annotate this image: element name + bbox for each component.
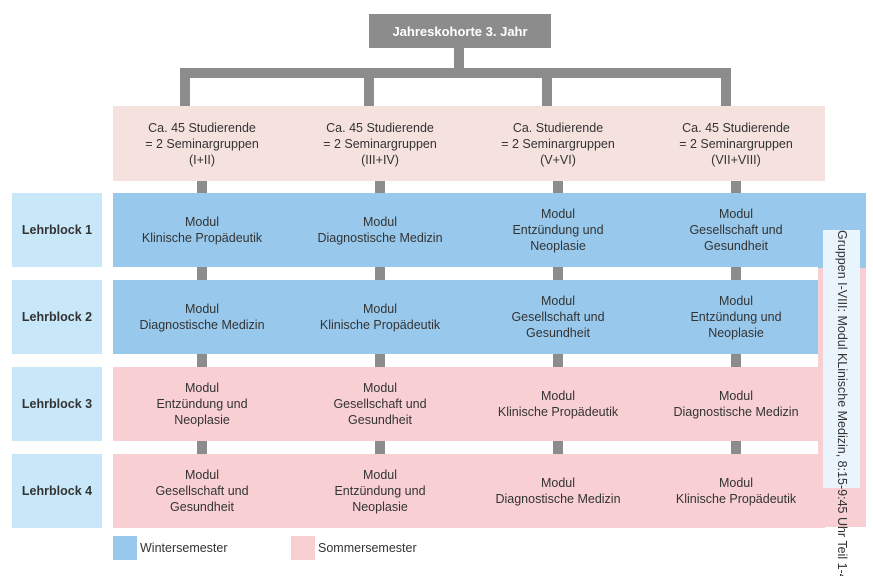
- group-line: Ca. 45 Studierende: [682, 120, 790, 135]
- connector-column-4: [731, 181, 741, 527]
- module-line: Gesundheit: [704, 239, 768, 253]
- module-line: Gesellschaft und: [511, 310, 605, 324]
- group-box-1: Ca. 45 Studierende= 2 Seminargruppen(I+I…: [113, 106, 291, 181]
- module-line: Modul: [718, 389, 754, 403]
- module-line: Modul: [540, 389, 576, 403]
- module-line: Gesellschaft und: [689, 223, 783, 237]
- module-line: Modul: [184, 215, 220, 229]
- module-line: Entzündung und: [334, 484, 426, 498]
- module-line: Neoplasie: [352, 500, 408, 514]
- row-label-1: Lehrblock 1: [12, 193, 102, 267]
- group-line: (VII+VIII): [711, 152, 761, 167]
- side-note-text: Gruppen I-VIII: Modul KLinische Medizin,…: [835, 230, 849, 576]
- row-label-4: Lehrblock 4: [12, 454, 102, 528]
- module-line: Entzündung und: [690, 310, 782, 324]
- module-line: Modul: [362, 302, 398, 316]
- module-line: Gesundheit: [526, 326, 590, 340]
- legend-swatch-winter: [113, 536, 137, 560]
- module-line: Gesellschaft und: [333, 397, 427, 411]
- group-box-3: Ca. Studierende= 2 Seminargruppen(V+VI): [469, 106, 647, 181]
- module-line: Diagnostische Medizin: [495, 492, 621, 506]
- connector-drop-4: [721, 68, 731, 106]
- group-line: (III+IV): [361, 152, 399, 167]
- module-line: Modul: [362, 381, 398, 395]
- module-line: Entzündung und: [156, 397, 248, 411]
- module-line: Modul: [362, 468, 398, 482]
- connector-drop-2: [364, 68, 374, 106]
- legend-swatch-summer: [291, 536, 315, 560]
- connector-column-2: [375, 181, 385, 527]
- module-line: Modul: [718, 207, 754, 221]
- connector-horizontal: [180, 68, 731, 78]
- module-line: Entzündung und: [512, 223, 604, 237]
- group-line: (I+II): [188, 152, 216, 167]
- module-line: Neoplasie: [708, 326, 764, 340]
- side-note-box: [823, 230, 860, 488]
- module-line: Gesellschaft und: [155, 484, 249, 498]
- module-line: Modul: [540, 476, 576, 490]
- module-line: Modul: [540, 294, 576, 308]
- module-line: Gesundheit: [348, 413, 412, 427]
- module-line: Modul: [184, 302, 220, 316]
- module-line: Klinische Propädeutik: [319, 318, 441, 332]
- group-line: = 2 Seminargruppen: [323, 136, 437, 151]
- row-label-2: Lehrblock 2: [12, 280, 102, 354]
- connector-drop-1: [180, 68, 190, 106]
- cohort-title: Jahreskohorte 3. Jahr: [369, 14, 551, 48]
- module-line: Klinische Propädeutik: [141, 231, 263, 245]
- group-line: = 2 Seminargruppen: [501, 136, 615, 151]
- group-line: = 2 Seminargruppen: [145, 136, 259, 151]
- module-line: Diagnostische Medizin: [139, 318, 265, 332]
- module-line: Klinische Propädeutik: [675, 492, 797, 506]
- module-line: Modul: [540, 207, 576, 221]
- module-line: Modul: [718, 476, 754, 490]
- module-line: Modul: [184, 468, 220, 482]
- module-line: Modul: [362, 215, 398, 229]
- group-line: Ca. 45 Studierende: [148, 120, 256, 135]
- group-box-4: Ca. 45 Studierende= 2 Seminargruppen(VII…: [647, 106, 825, 181]
- module-line: Diagnostische Medizin: [673, 405, 799, 419]
- connector-title-down: [454, 48, 464, 68]
- module-line: Diagnostische Medizin: [317, 231, 443, 245]
- row-label-3: Lehrblock 3: [12, 367, 102, 441]
- connector-drop-3: [542, 68, 552, 106]
- module-line: Neoplasie: [530, 239, 586, 253]
- legend-label-winter: Wintersemester: [140, 541, 228, 555]
- legend-label-summer: Sommersemester: [318, 541, 417, 555]
- module-line: Klinische Propädeutik: [497, 405, 619, 419]
- module-line: Modul: [184, 381, 220, 395]
- group-line: Ca. Studierende: [512, 120, 604, 135]
- module-line: Modul: [718, 294, 754, 308]
- connector-column-3: [553, 181, 563, 527]
- group-line: (V+VI): [540, 152, 576, 167]
- group-line: Ca. 45 Studierende: [326, 120, 434, 135]
- group-box-2: Ca. 45 Studierende= 2 Seminargruppen(III…: [291, 106, 469, 181]
- module-line: Gesundheit: [170, 500, 234, 514]
- connector-column-1: [197, 181, 207, 527]
- group-line: = 2 Seminargruppen: [679, 136, 793, 151]
- module-line: Neoplasie: [174, 413, 230, 427]
